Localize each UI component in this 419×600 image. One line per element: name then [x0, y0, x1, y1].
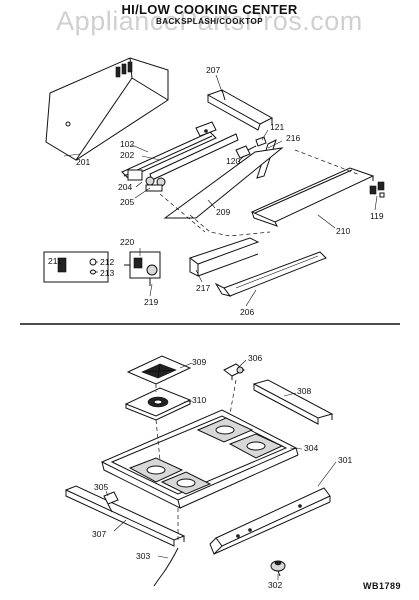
part-label-211: 211 [48, 256, 62, 266]
part-label-121: 121 [270, 122, 285, 132]
front-panel-301 [209, 487, 331, 555]
part-label-310: 310 [192, 395, 207, 405]
bracket-207 [206, 89, 274, 131]
rail-217 [188, 237, 260, 277]
end-caps-119 [369, 181, 385, 198]
part-label-309: 309 [192, 357, 207, 367]
part-label-308: 308 [297, 386, 312, 396]
trim-strip-206 [214, 251, 327, 297]
front-trim-307 [64, 485, 186, 547]
infinite-switch-220 [124, 251, 161, 286]
cooktop-304 [100, 409, 299, 509]
leader-lines-lower [105, 359, 337, 580]
part-label-301: 301 [338, 455, 353, 465]
part-label-305: 305 [94, 482, 109, 492]
drawing-code: WB1789 [362, 581, 401, 591]
part-label-216: 216 [286, 133, 301, 143]
part-label-202: 202 [120, 150, 135, 160]
part-label-206: 206 [240, 307, 255, 317]
part-label-207: 207 [206, 65, 221, 75]
glass-panel-210 [250, 167, 375, 227]
knob-302 [270, 560, 286, 577]
diagram-title: HI/LOW COOKING CENTER [121, 2, 298, 17]
bracket-306 [223, 363, 245, 380]
panel-209 [163, 147, 284, 219]
part-label-302: 302 [268, 580, 283, 590]
part-label-204: 204 [118, 182, 133, 192]
grate-309 [126, 355, 192, 385]
lampholder-204 [127, 169, 166, 192]
drip-pan-310 [124, 387, 192, 421]
part-label-217: 217 [196, 283, 211, 293]
part-label-201: 201 [76, 157, 91, 167]
leader-lines-upper [63, 74, 378, 307]
diagram-subtitle: BACKSPLASH/COOKTOP [155, 17, 264, 26]
part-label-210: 210 [336, 226, 351, 236]
part-label-304: 304 [304, 443, 319, 453]
part-label-205: 205 [120, 197, 135, 207]
part-label-120: 120 [226, 156, 241, 166]
back-panel-201 [45, 57, 169, 161]
part-label-303: 303 [136, 551, 151, 561]
part-label-213: 213 [100, 268, 115, 278]
part-label-307: 307 [92, 529, 107, 539]
part-label-220: 220 [120, 237, 135, 247]
part-label-209: 209 [216, 207, 231, 217]
part-label-119: 119 [370, 211, 384, 221]
part-label-102: 102 [120, 139, 135, 149]
wire-303 [153, 547, 179, 587]
part-label-306: 306 [248, 353, 263, 363]
part-label-212: 212 [100, 257, 115, 267]
rear-trim-308 [252, 379, 334, 425]
part-label-219: 219 [144, 297, 159, 307]
lamp-tube-102 [121, 121, 239, 181]
